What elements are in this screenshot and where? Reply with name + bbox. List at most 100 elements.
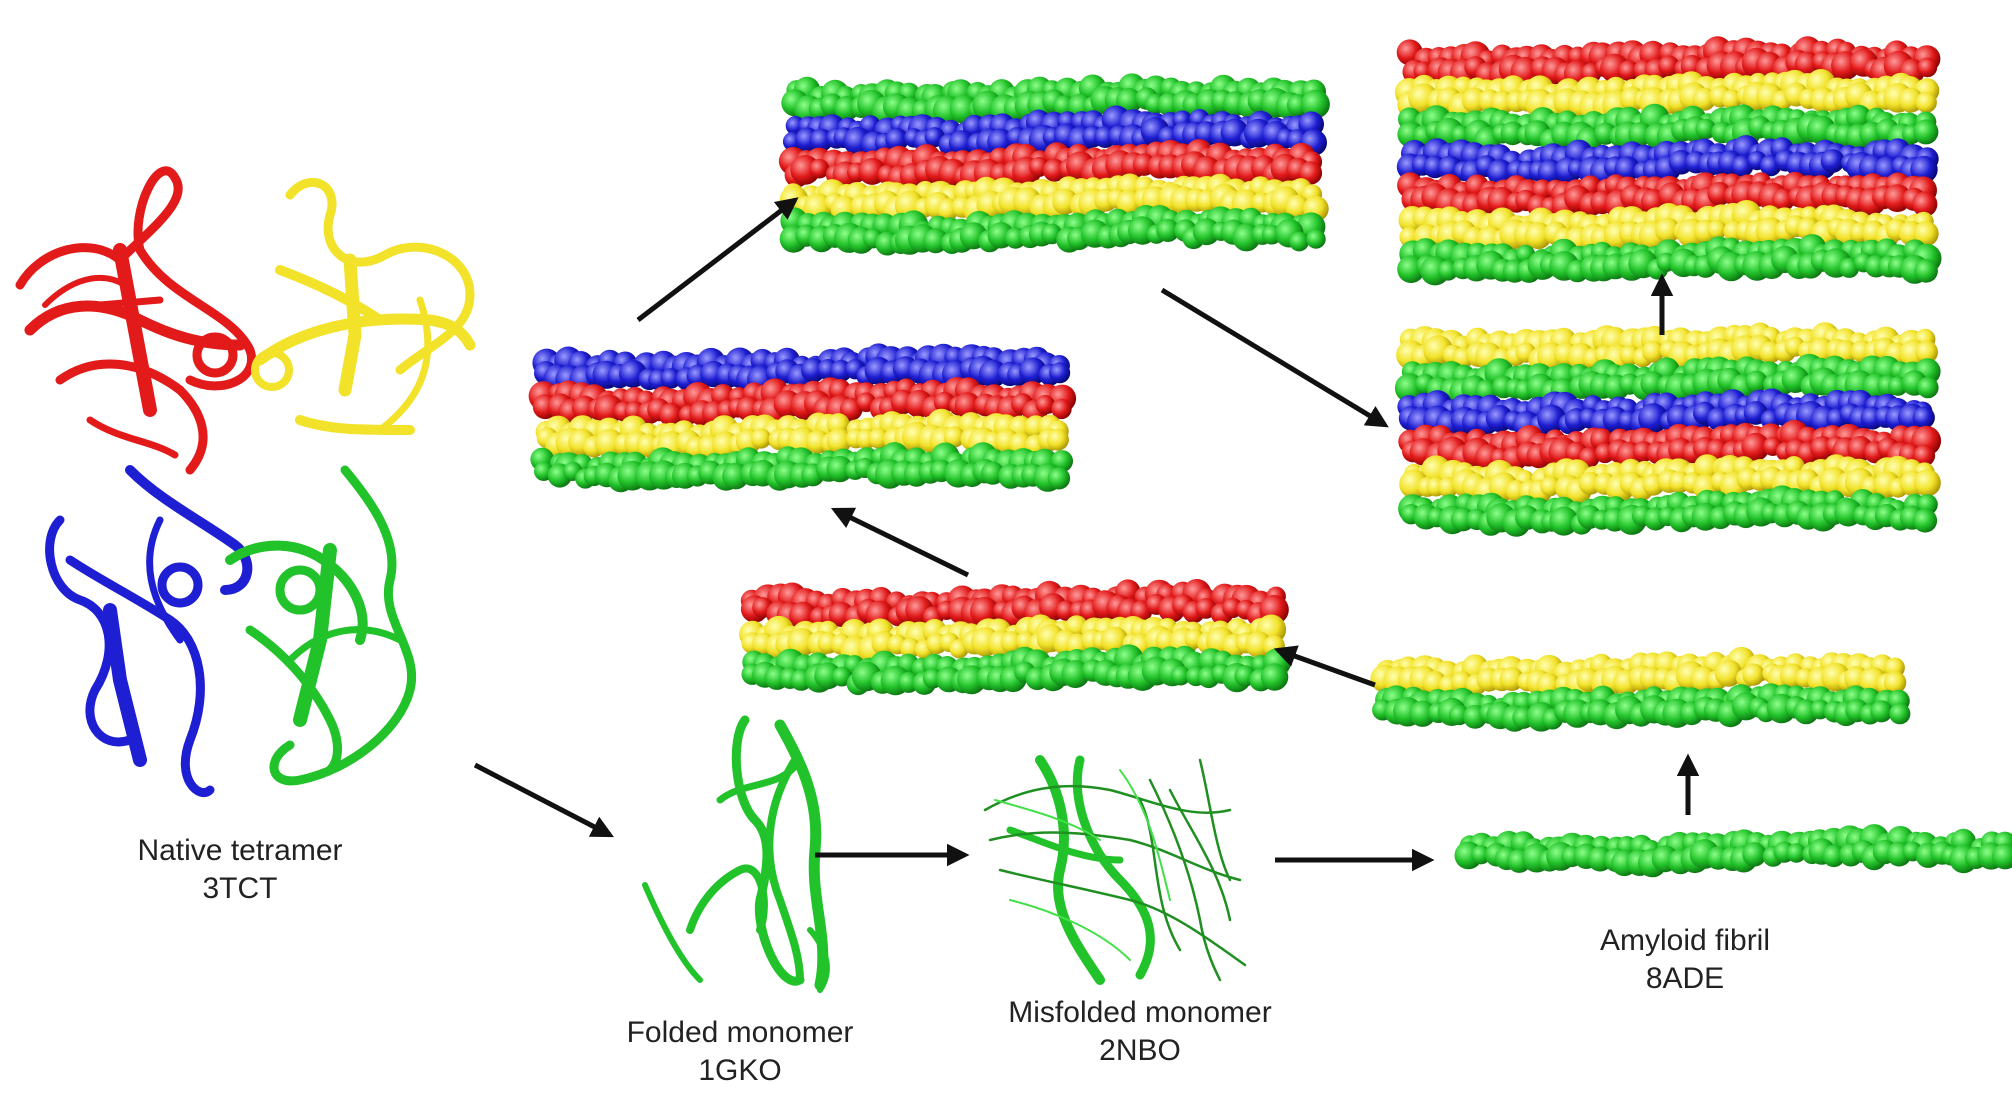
layer-green — [1398, 485, 1938, 537]
native-tetramer-structure — [15, 166, 476, 797]
atom-sphere — [900, 637, 921, 659]
caption-folded-monomer: Folded monomer 1GKO — [590, 1014, 890, 1090]
atom-sphere — [1695, 118, 1716, 140]
atom-sphere — [826, 428, 852, 454]
caption-native-tetramer: Native tetramer 3TCT — [90, 832, 390, 908]
atom-sphere — [1549, 506, 1579, 536]
atom-sphere — [1658, 55, 1680, 77]
atom-sphere — [1913, 221, 1939, 247]
atom-sphere — [809, 158, 830, 179]
layer-green — [741, 644, 1291, 696]
layer-green — [530, 442, 1073, 493]
arrow-trimer-to-tetramer — [830, 507, 970, 578]
atom-sphere — [1917, 376, 1939, 399]
pathway-arrows — [473, 197, 1700, 872]
layer-green — [1372, 683, 1911, 732]
assembly-tetramer — [528, 343, 1077, 493]
atom-sphere — [1883, 671, 1907, 694]
atom-sphere — [1741, 432, 1770, 461]
atom-sphere — [885, 128, 909, 152]
layer-yellow — [535, 408, 1069, 461]
layer-green — [779, 205, 1326, 256]
caption-name: Misfolded monomer — [1008, 996, 1272, 1029]
atom-sphere — [1707, 220, 1727, 240]
misfolded-monomer-structure — [983, 755, 1247, 985]
layer-red — [1396, 36, 1941, 89]
atom-sphere — [1642, 340, 1665, 363]
caption-name: Native tetramer — [137, 834, 343, 867]
caption-pdb: 3TCT — [202, 872, 278, 905]
atom-sphere — [1913, 119, 1939, 145]
layer-yellow — [739, 614, 1287, 666]
layer-green — [1454, 824, 2012, 878]
atom-sphere — [1193, 218, 1220, 246]
assembly-trimer — [739, 579, 1291, 696]
assembly-pentamer — [778, 73, 1330, 256]
layer-green — [1397, 234, 1942, 286]
atom-sphere — [1170, 665, 1191, 686]
atom-sphere — [1745, 370, 1768, 393]
atom-sphere — [1540, 476, 1561, 497]
atom-sphere — [1915, 91, 1937, 113]
atom-sphere — [1285, 194, 1310, 219]
atom-sphere — [1409, 700, 1436, 727]
assembly-hexamer — [1394, 322, 1942, 537]
layer-blue — [1396, 135, 1939, 187]
folded-monomer-structure — [642, 715, 830, 993]
atom-sphere — [1289, 231, 1309, 252]
assembly-monomer-fibril — [1454, 824, 2012, 878]
layer-green — [781, 73, 1330, 126]
atom-sphere — [1301, 89, 1330, 119]
arrow-tetramer-to-pentamer — [636, 197, 799, 322]
tetramer-red-subunit — [15, 166, 257, 475]
atom-sphere — [1913, 444, 1936, 467]
atom-sphere — [954, 392, 981, 419]
atom-sphere — [1047, 467, 1071, 490]
atom-sphere — [868, 428, 889, 449]
tetramer-blue-subunit — [45, 465, 253, 797]
atom-sphere — [970, 596, 999, 626]
atom-sphere — [1915, 340, 1938, 364]
atom-sphere — [832, 666, 852, 687]
atom-sphere — [1820, 149, 1845, 173]
atom-sphere — [659, 402, 683, 427]
tetramer-yellow-subunit — [251, 178, 476, 435]
caption-name: Folded monomer — [626, 1016, 854, 1049]
atom-sphere — [1913, 469, 1941, 497]
atom-sphere — [1870, 700, 1893, 723]
layer-red — [740, 579, 1289, 630]
atom-sphere — [1889, 703, 1911, 725]
caption-pdb: 2NBO — [1099, 1034, 1181, 1067]
atom-sphere — [1260, 663, 1289, 691]
amyloid-assemblies — [528, 36, 2012, 878]
atom-sphere — [1298, 161, 1323, 185]
atom-sphere — [1917, 57, 1938, 78]
caption-pdb: 8ADE — [1645, 962, 1725, 995]
layer-blue — [532, 343, 1071, 395]
caption-pdb: 1GKO — [698, 1054, 782, 1087]
layer-yellow — [1398, 200, 1939, 253]
assembly-octamer — [1394, 36, 1942, 286]
atom-sphere — [1618, 60, 1640, 82]
atom-sphere — [1912, 406, 1935, 429]
arrow-pentamer-to-hexamer — [1160, 287, 1389, 428]
tetramer-green-subunit — [225, 465, 417, 786]
atom-sphere — [1156, 219, 1180, 242]
atom-sphere — [1638, 403, 1669, 434]
atom-sphere — [1714, 659, 1742, 687]
atom-sphere — [1499, 667, 1524, 691]
atom-sphere — [1306, 229, 1326, 249]
layer-yellow — [1396, 322, 1938, 373]
atom-sphere — [1046, 428, 1069, 451]
assembly-dimer — [1370, 646, 1911, 732]
atom-sphere — [1614, 156, 1640, 182]
arrow-dimer-to-trimer — [1273, 645, 1376, 688]
atom-sphere — [1471, 845, 1491, 865]
caption-amyloid-fibril: Amyloid fibril 8ADE — [1535, 922, 1835, 998]
atom-sphere — [1822, 844, 1846, 868]
atom-sphere — [660, 368, 682, 389]
caption-name: Amyloid fibril — [1599, 924, 1771, 957]
layer-yellow — [1399, 454, 1941, 506]
layer-red — [1398, 420, 1942, 471]
